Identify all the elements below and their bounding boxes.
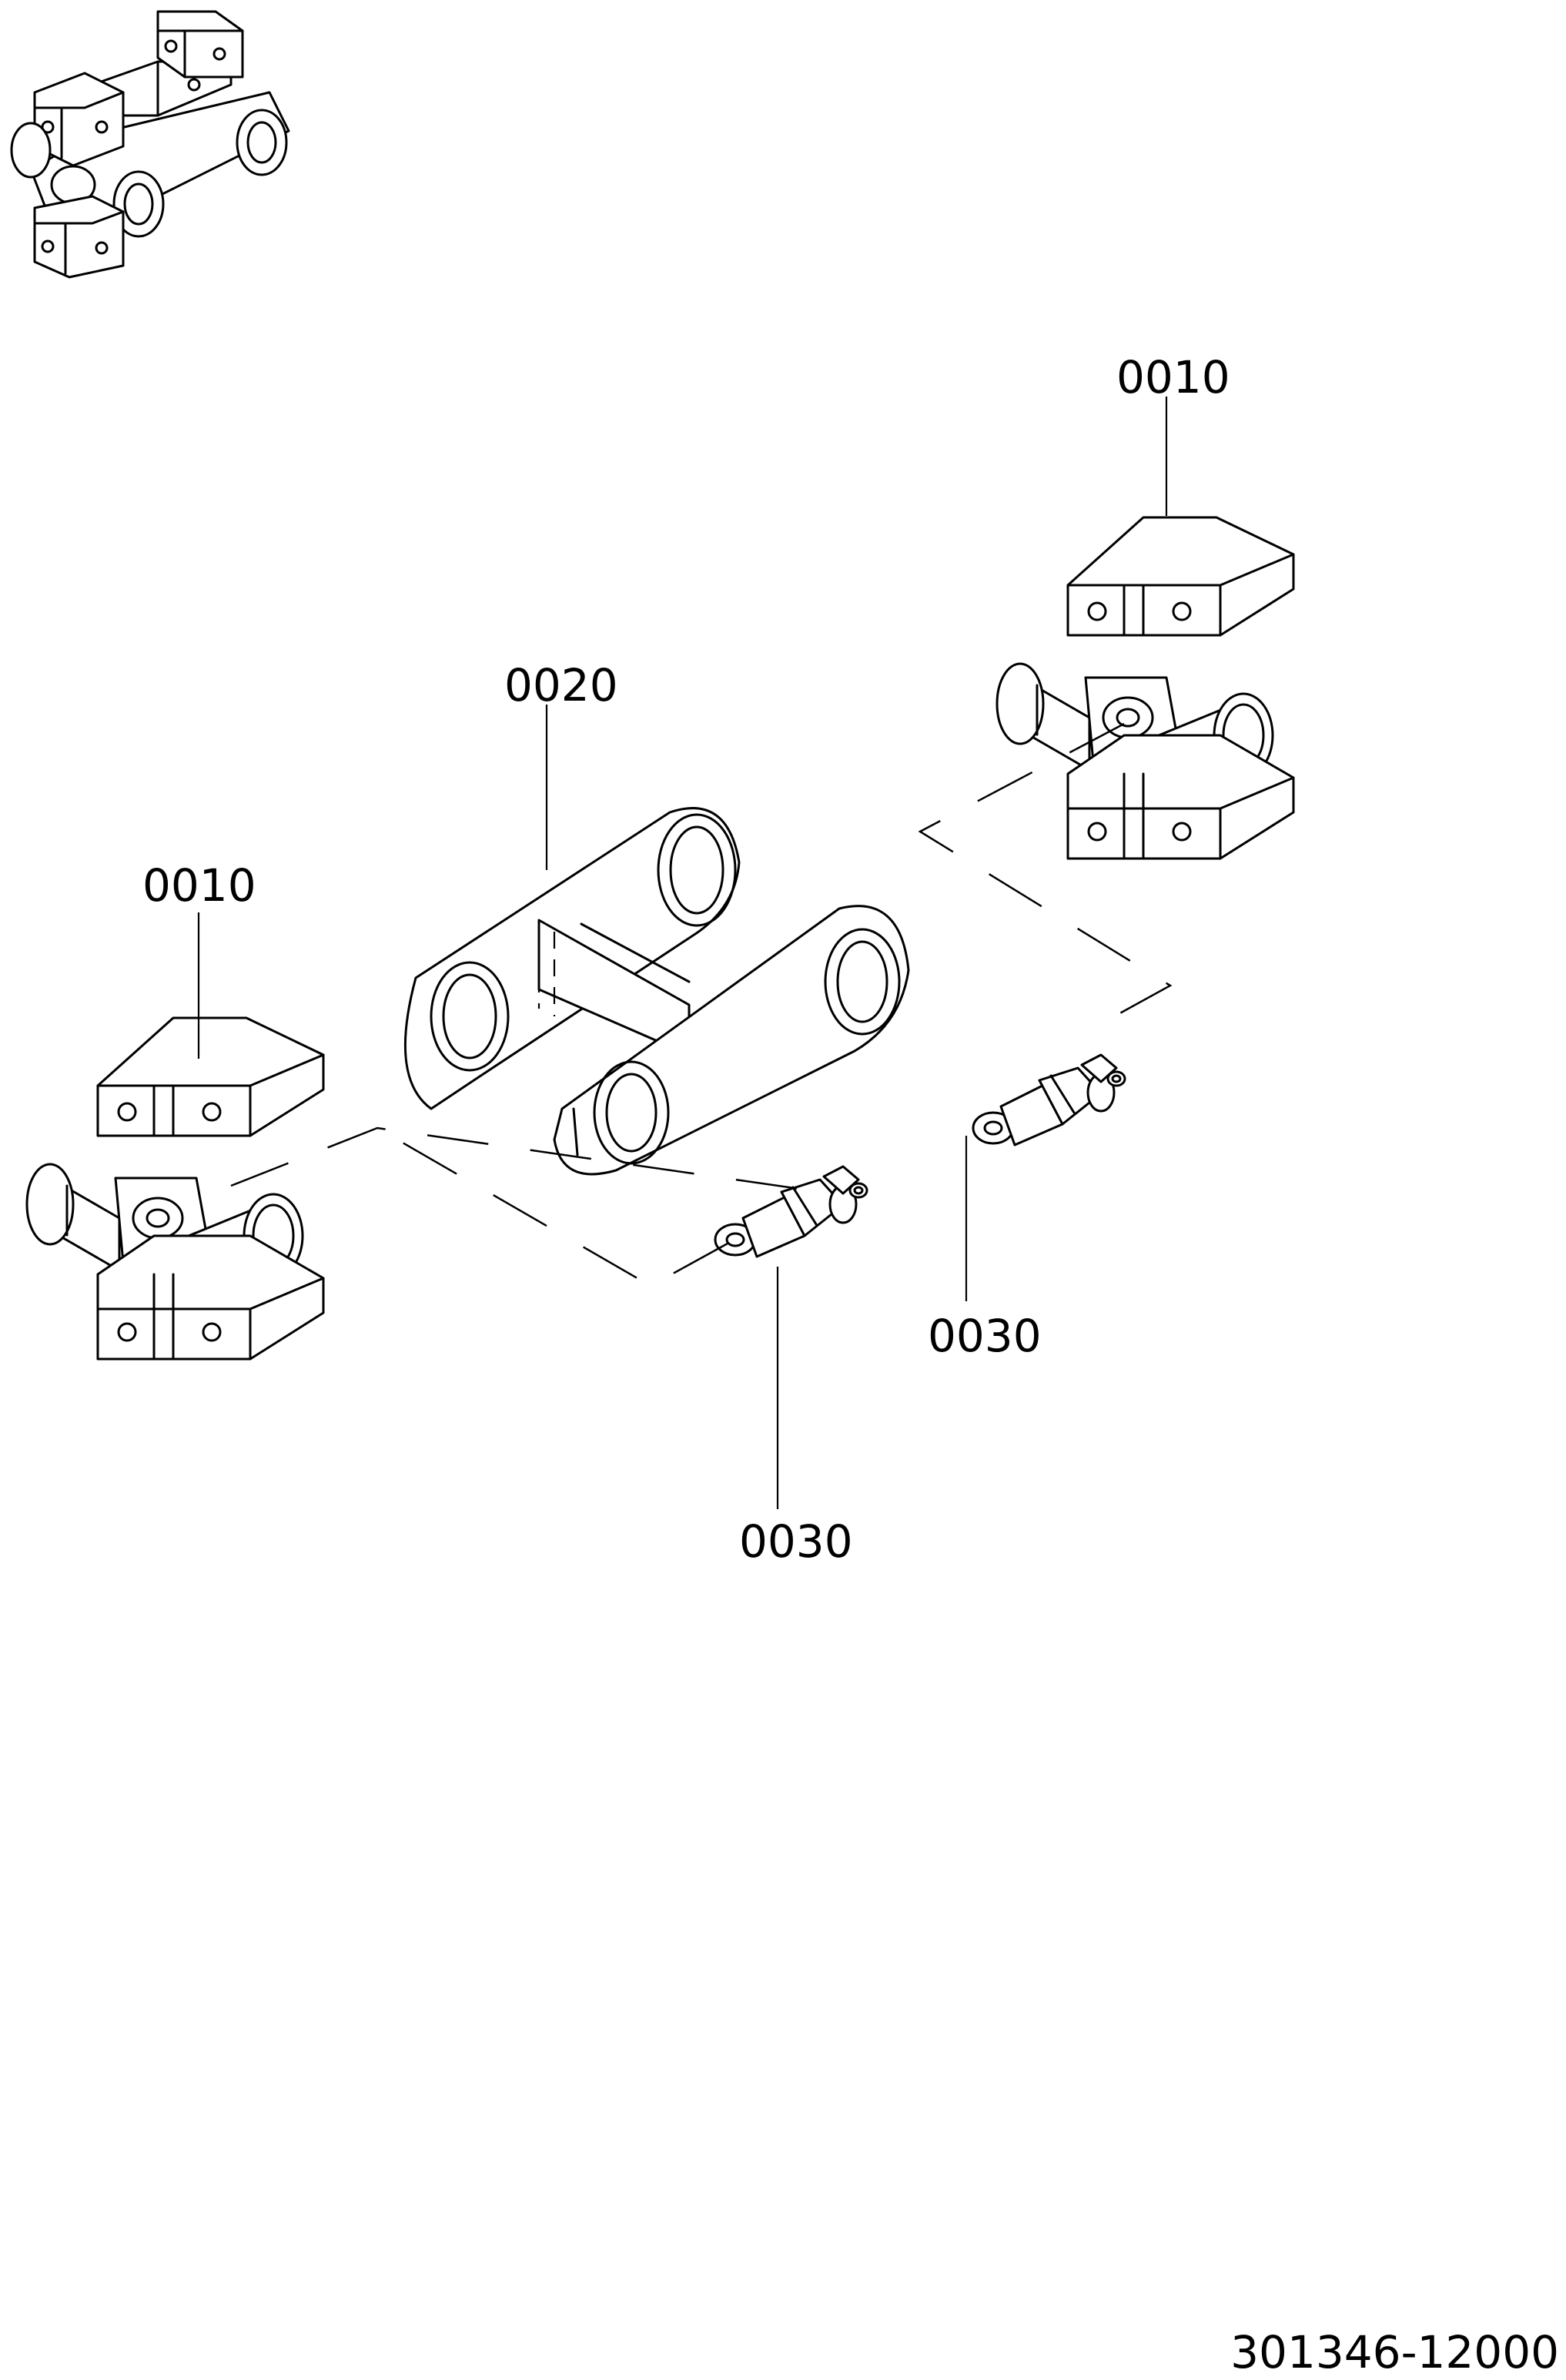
callout-0010-left: 0010: [142, 859, 256, 912]
drawing-number: 301346-12000: [1230, 2326, 1559, 2378]
leader-lines: [197, 397, 1168, 1509]
callout-0030-right: 0030: [928, 1310, 1042, 1362]
universal-joint-right: [995, 516, 1295, 860]
grease-fitting-right: [972, 1053, 1126, 1146]
callout-0020: 0020: [504, 659, 618, 711]
assembly-centerlines: [230, 722, 1173, 1287]
callout-0030-left: 0030: [739, 1515, 853, 1568]
universal-joint-left: [25, 1016, 325, 1361]
link-plate: [403, 807, 910, 1176]
callout-0010-right: 0010: [1116, 351, 1230, 403]
assembly-thumbnail: [10, 10, 290, 279]
callout-labels: 0010 0020 0010 0030 0030: [142, 351, 1230, 1568]
